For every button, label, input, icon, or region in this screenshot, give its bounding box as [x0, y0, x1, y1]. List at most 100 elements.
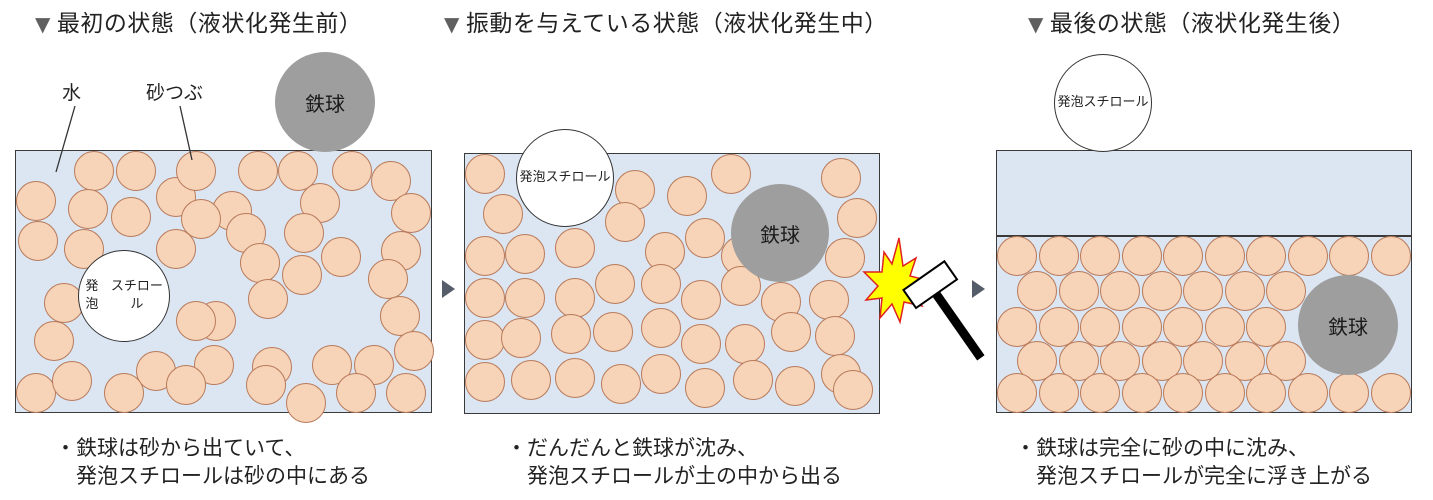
sand-grain — [394, 331, 434, 371]
sand-grain — [1266, 271, 1306, 311]
sand-grain — [166, 365, 206, 405]
sand-grain — [1183, 271, 1223, 311]
iron-ball: 鉄球 — [1298, 275, 1398, 375]
sand-grain — [1246, 373, 1286, 413]
sand-grain — [775, 366, 815, 406]
sand-grain — [555, 358, 595, 398]
sand-grain — [641, 264, 681, 304]
sand-grain — [771, 312, 811, 352]
sand-grain — [18, 221, 58, 261]
sand-grain — [44, 283, 84, 323]
sand-grain — [1224, 271, 1265, 311]
sand-grain — [821, 158, 861, 198]
sand-grain — [1100, 271, 1140, 311]
sand-grain — [465, 362, 505, 402]
caption-after: ・鉄球は完全に砂の中に沈み、 発泡スチロールが完全に浮き上がる — [1015, 436, 1372, 488]
sand-grain — [1204, 236, 1245, 276]
sand-grain — [34, 321, 74, 361]
sand-grain — [825, 238, 865, 278]
sand-grain — [505, 278, 545, 318]
sand-grain — [555, 228, 595, 268]
foam-ball: 発泡スチロール — [1054, 54, 1152, 152]
sand-grain — [555, 278, 595, 318]
sand-grain — [1163, 373, 1203, 413]
sand-grain — [1246, 236, 1286, 276]
sand-grain — [593, 312, 633, 352]
sand-grain — [725, 324, 765, 364]
heading-during: ▼振動を与えている状態（液状化発生中） — [444, 11, 888, 37]
sand-leader-line — [179, 105, 193, 161]
sand-grain — [809, 280, 849, 320]
sand-grain — [16, 181, 56, 221]
sand-grain — [483, 194, 523, 234]
sand-grain — [1080, 236, 1120, 276]
caption-during: ・だんだんと鉄球が沈み、 発泡スチロールが土の中から出る — [506, 436, 842, 488]
sand-grain — [511, 360, 551, 400]
sand-grain — [815, 316, 855, 356]
sand-grain — [681, 324, 721, 364]
sand-grain — [286, 383, 326, 423]
sand-grain — [52, 361, 92, 401]
sand-grain — [711, 154, 751, 194]
sand-grain — [1370, 373, 1411, 413]
sand-grain — [641, 308, 681, 348]
sand-grain — [111, 197, 151, 237]
sand-grain — [1038, 373, 1079, 413]
sand-grain — [837, 198, 877, 238]
sand-grain — [465, 320, 505, 360]
sand-grain — [1287, 373, 1328, 413]
sand-grain — [465, 278, 505, 318]
water-leader-line — [55, 105, 76, 173]
heading-after: ▼最後の状態（液状化発生後） — [1028, 11, 1356, 37]
sand-grain — [380, 296, 420, 336]
panel-after — [996, 150, 1412, 413]
triangle-icon: ▼ — [1028, 12, 1044, 36]
sand-grain — [284, 213, 324, 253]
sand-grain — [641, 354, 681, 394]
sand-grain — [1058, 271, 1099, 311]
sand-grain — [282, 255, 322, 295]
iron-ball: 鉄球 — [731, 184, 829, 282]
caption-before: ・鉄球は砂から出ていて、 発泡スチロールは砂の中にある — [55, 436, 370, 488]
sand-grain — [104, 373, 144, 413]
sand-grain — [386, 373, 426, 413]
sand-grain — [1163, 236, 1203, 276]
sand-grain — [997, 236, 1037, 276]
sand-grain — [667, 176, 707, 216]
heading-before: ▼最初の状態（液状化発生前） — [35, 11, 363, 37]
sand-grain — [321, 237, 361, 277]
sand-grain — [465, 236, 505, 276]
sand-grain — [1038, 307, 1079, 347]
iron-ball: 鉄球 — [275, 52, 375, 152]
triangle-icon: ▼ — [444, 12, 460, 36]
sand-grain — [465, 154, 505, 194]
sand-grain — [833, 370, 873, 410]
sand-grain — [336, 373, 376, 413]
sand-grain — [246, 365, 286, 405]
sand-grain — [1141, 271, 1182, 311]
sand-grain — [368, 259, 408, 299]
sand-surface-line — [997, 235, 1411, 237]
sand-label: 砂つぶ — [146, 82, 204, 104]
sand-grain — [1080, 307, 1120, 347]
sand-grain — [601, 364, 641, 404]
sand-grain — [505, 234, 545, 274]
next-arrow-icon — [972, 280, 985, 298]
water-label: 水 — [62, 82, 82, 104]
sand-grain — [997, 307, 1037, 347]
sand-grain — [1246, 307, 1286, 347]
sand-grain — [501, 318, 541, 358]
sand-grain — [391, 193, 431, 233]
sand-grain — [74, 151, 114, 191]
sand-grain — [248, 279, 288, 319]
sand-grain — [176, 301, 216, 341]
sand-grain — [997, 373, 1037, 413]
sand-grain — [240, 243, 280, 283]
sand-grain — [1121, 236, 1162, 276]
sand-grain — [136, 351, 176, 391]
sand-grain — [1121, 307, 1162, 347]
sand-grain — [176, 151, 216, 191]
hammer-icon — [902, 259, 985, 361]
sand-grain — [1287, 236, 1328, 276]
